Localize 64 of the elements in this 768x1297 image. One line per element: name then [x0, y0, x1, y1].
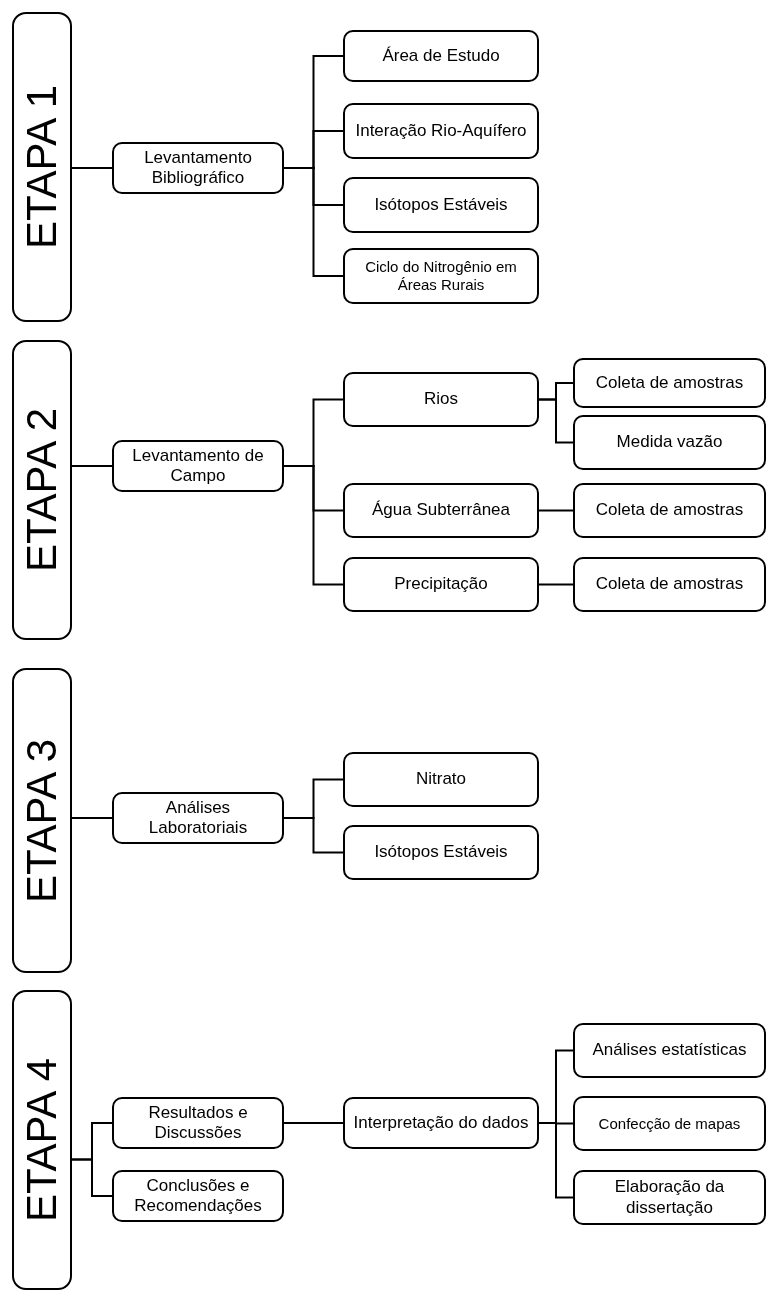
node-label: Elaboração da dissertação [613, 1177, 726, 1218]
connector-line [538, 1122, 574, 1199]
connector-line [71, 817, 113, 819]
node-label: Rios [423, 389, 459, 410]
node-label: Isótopos Estáveis [373, 194, 509, 216]
node-label: Coleta de amostras [594, 574, 745, 595]
process-box [343, 752, 539, 807]
process-box [112, 1170, 284, 1222]
connector-line [71, 465, 113, 467]
stage-label: ETAPA 4 [16, 1057, 66, 1223]
process-box [343, 1097, 539, 1149]
connector-line [283, 817, 344, 854]
node-label: Água Subterrânea [371, 500, 511, 521]
process-box [573, 1170, 766, 1225]
node-label: Análises estatísticas [591, 1040, 748, 1061]
node-label: Análises Laboratoriais [147, 797, 249, 839]
stage-box [12, 12, 72, 322]
process-box [112, 440, 284, 492]
node-label: Levantamento de Campo [131, 445, 265, 487]
process-box [343, 30, 539, 82]
stage-box [12, 340, 72, 640]
process-box [112, 1097, 284, 1149]
process-box [112, 142, 284, 194]
process-box [343, 177, 539, 233]
stage-box [12, 990, 72, 1290]
node-label: Isótopos Estáveis [373, 842, 509, 863]
node-label: Conclusões e Recomendações [133, 1175, 263, 1217]
process-box [573, 483, 766, 538]
process-box [343, 483, 539, 538]
process-box [573, 358, 766, 408]
node-label: Resultados e Discussões [147, 1102, 249, 1144]
process-box [573, 1096, 766, 1151]
node-label: Coleta de amostras [594, 500, 745, 521]
process-box [343, 248, 539, 304]
node-label: Confecção de mapas [597, 1114, 742, 1133]
connector-line [538, 509, 574, 512]
connector-line [538, 398, 574, 444]
node-label: Precipitação [393, 574, 489, 595]
connector-line [283, 465, 344, 586]
node-label: Ciclo do Nitrogênio em Áreas Rurais [364, 258, 518, 294]
connector-line [71, 1158, 113, 1197]
process-box [573, 415, 766, 470]
node-label: Medida vazão [615, 432, 724, 453]
connector-line [538, 583, 574, 586]
node-label: Nitrato [414, 769, 468, 790]
process-box [573, 557, 766, 612]
stage-box [12, 668, 72, 973]
stage-label: ETAPA 3 [16, 738, 66, 903]
process-box [343, 825, 539, 880]
process-box [343, 557, 539, 612]
node-label: Área de Estudo [381, 45, 501, 67]
node-label: Interpretação do dados [352, 1112, 530, 1134]
connector-line [71, 167, 113, 169]
process-box [112, 792, 284, 844]
node-label: Levantamento Bibliográfico [143, 147, 253, 189]
stage-label: ETAPA 2 [16, 407, 66, 573]
node-label: Interação Rio-Aquífero [354, 120, 528, 142]
process-box [573, 1023, 766, 1078]
process-box [343, 103, 539, 159]
connector-line [283, 1122, 344, 1124]
stage-label: ETAPA 1 [16, 84, 66, 250]
node-label: Coleta de amostras [594, 372, 745, 394]
connector-line [283, 167, 344, 277]
process-box [343, 372, 539, 427]
